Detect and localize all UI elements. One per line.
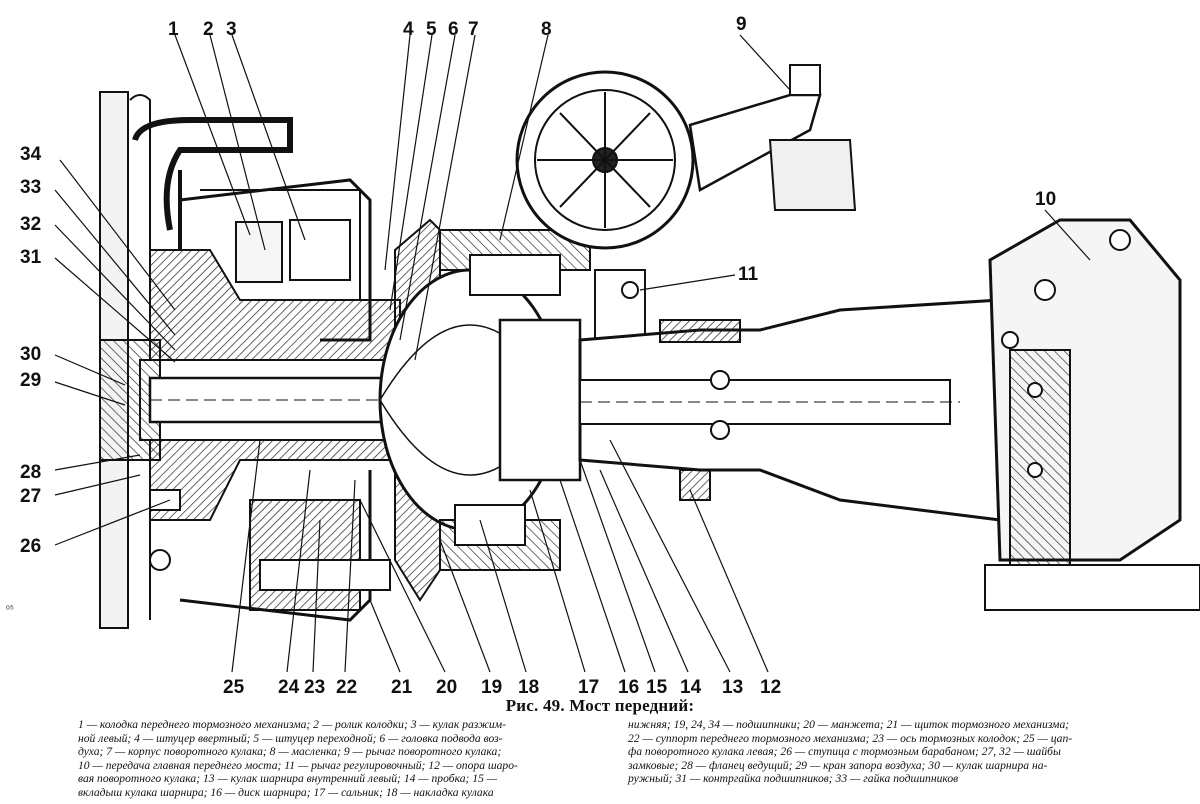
legend-line: 1 — колодка переднего тормозного механиз… — [78, 718, 506, 731]
callout-2: 2 — [203, 19, 214, 40]
legend-line: 22 — суппорт переднего тормозного механи… — [628, 731, 1073, 745]
brake-pipe — [132, 117, 293, 231]
steering-ball-joint — [768, 139, 857, 211]
callout-33: 33 — [20, 177, 41, 198]
callout-32: 32 — [20, 214, 41, 235]
legend-line: духа; 7 — корпус поворотного кулака; 8 —… — [78, 745, 502, 759]
stray-mark: ᵒ⁵ — [6, 604, 14, 615]
expander-cam — [289, 219, 351, 281]
legend-line: 10 — передача главная переднего моста; 1… — [78, 758, 518, 772]
callout-11: 11 — [738, 264, 759, 285]
callout-34: 34 — [20, 144, 42, 165]
brake-shoe — [235, 221, 283, 283]
inner-joint-fist — [498, 318, 582, 482]
figure-caption: Рис. 49. Мост передний: — [505, 696, 695, 715]
callout-labels: 1 2 3 4 5 6 7 8 9 10 11 12 13 14 15 16 1… — [6, 14, 1056, 698]
legend-line: вкладыш кулака шарнира; 16 — диск шарнир… — [78, 785, 494, 799]
callout-28: 28 — [20, 462, 41, 483]
legend-line: вая поворотного кулака; 13 — кулак шарни… — [78, 772, 498, 786]
callout-29: 29 — [20, 370, 41, 391]
callout-30: 30 — [20, 344, 41, 365]
callout-24: 24 — [278, 677, 300, 698]
callout-26: 26 — [20, 536, 41, 557]
callout-27: 27 — [20, 486, 41, 507]
callout-23: 23 — [304, 677, 325, 698]
drawing-linework — [99, 64, 1200, 629]
callout-4: 4 — [403, 19, 414, 40]
legend-line: фа поворотного кулака левая; 26 — ступиц… — [628, 745, 1061, 759]
legend-line: ружный; 31 — контргайка подшипников; 33 … — [628, 772, 959, 786]
callout-20: 20 — [436, 677, 457, 698]
legend-line: ной левый; 4 — штуцер ввертный; 5 — штуц… — [78, 731, 503, 745]
adjusting-lever — [594, 269, 646, 341]
callout-14: 14 — [680, 677, 702, 698]
callout-16: 16 — [618, 677, 639, 698]
callout-8: 8 — [541, 19, 552, 40]
callout-1: 1 — [168, 19, 179, 40]
legend-line: нижняя; 19, 24, 34 — подшипники; 20 — ма… — [628, 718, 1070, 731]
callout-7: 7 — [468, 19, 479, 40]
steering-arm — [688, 93, 822, 192]
callout-25: 25 — [223, 677, 245, 698]
callout-18: 18 — [518, 677, 539, 698]
front-axle-drawing: 1 2 3 4 5 6 7 8 9 10 11 12 13 14 15 16 1… — [6, 14, 1200, 698]
legend-line: замковые; 28 — фланец ведущий; 29 — кран… — [628, 758, 1048, 772]
callout-15: 15 — [646, 677, 668, 698]
callout-17: 17 — [578, 677, 599, 698]
callout-9: 9 — [736, 14, 747, 35]
callout-31: 31 — [20, 247, 42, 268]
callout-19: 19 — [481, 677, 502, 698]
callout-3: 3 — [226, 19, 237, 40]
callout-5: 5 — [426, 19, 437, 40]
callout-22: 22 — [336, 677, 357, 698]
leader-lines — [54, 34, 1091, 673]
brake-drum — [179, 178, 372, 342]
callout-21: 21 — [391, 677, 413, 698]
legend-left: 1 — колодка переднего тормозного механиз… — [78, 718, 608, 800]
callout-6: 6 — [448, 19, 459, 40]
callout-10: 10 — [1035, 189, 1056, 210]
callout-13: 13 — [722, 677, 743, 698]
legend-right: нижняя; 19, 24, 34 — подшипники; 20 — ма… — [628, 718, 1148, 786]
callout-12: 12 — [760, 677, 781, 698]
